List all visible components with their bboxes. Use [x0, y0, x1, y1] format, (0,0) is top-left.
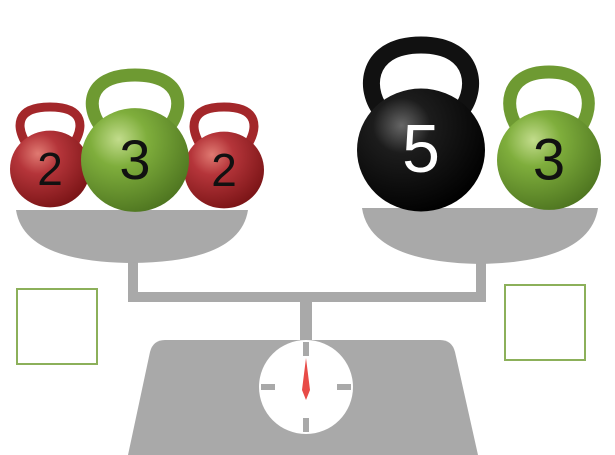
left-answer-box[interactable] — [17, 289, 97, 364]
kettlebell-weight-label: 3 — [533, 127, 565, 192]
kettlebell-right-1: 5 — [357, 45, 485, 211]
kettlebell-left-1: 2 — [10, 107, 90, 207]
right-answer-box[interactable] — [505, 285, 585, 360]
left-arm-bar — [128, 292, 306, 302]
center-post — [300, 295, 312, 345]
kettlebell-left-3: 2 — [184, 107, 264, 208]
scale-dial — [259, 340, 353, 434]
kettlebell-weight-label: 3 — [119, 128, 150, 191]
left-arm-post — [128, 258, 138, 302]
right-pan — [362, 208, 598, 264]
left-pan — [16, 210, 248, 263]
right-arm-bar — [306, 292, 486, 302]
kettlebell-left-2: 3 — [81, 75, 189, 212]
right-arm-post — [476, 258, 486, 302]
kettlebell-weight-label: 2 — [211, 144, 237, 196]
kettlebell-weight-label: 5 — [402, 111, 440, 187]
kettlebell-right-2: 3 — [497, 72, 601, 210]
kettlebell-weight-label: 2 — [37, 143, 63, 195]
